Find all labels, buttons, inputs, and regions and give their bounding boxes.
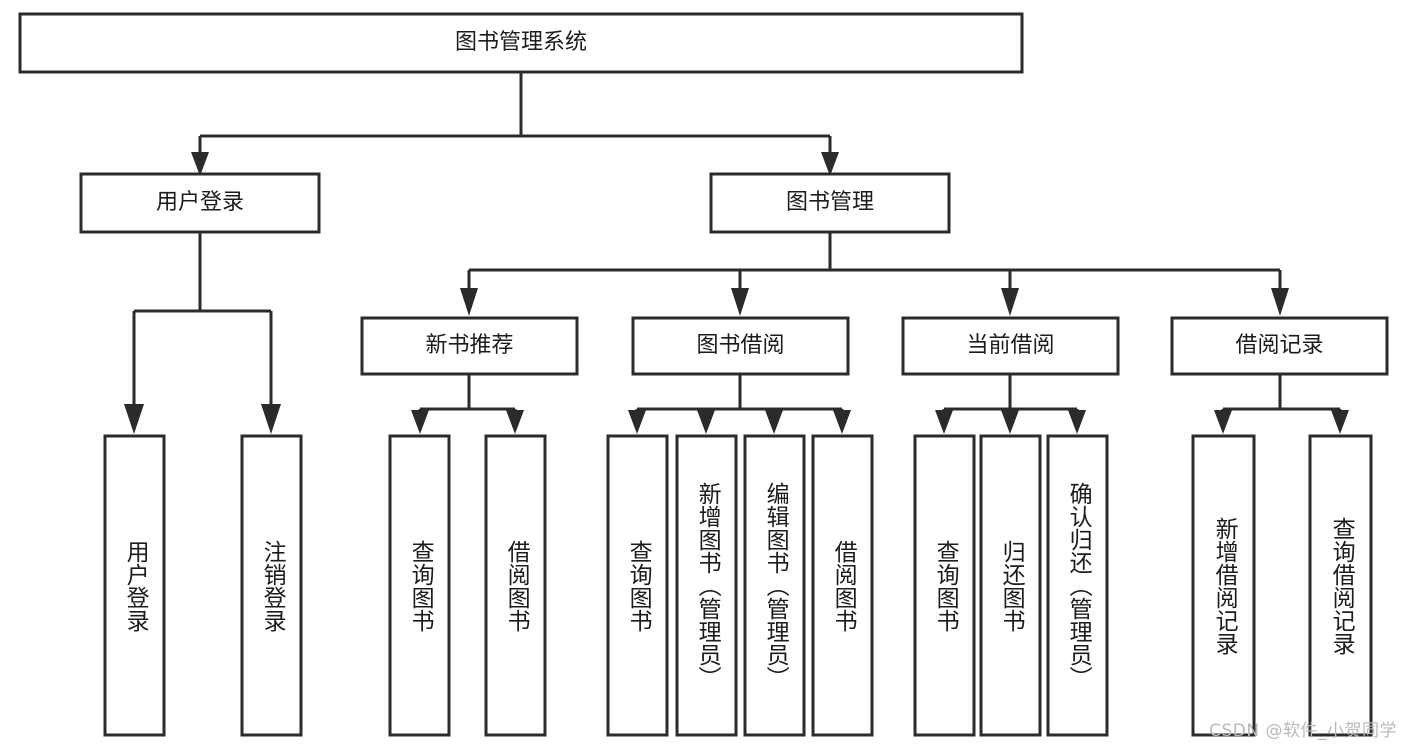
node-box-leaf[interactable] — [606, 434, 669, 737]
node-box-book-borrow[interactable] — [631, 316, 850, 376]
node-box-leaf[interactable] — [675, 434, 738, 737]
node-box-leaf[interactable] — [743, 434, 806, 737]
node-box-borrow-record[interactable] — [1170, 316, 1389, 376]
connector-newbook-to-leaves — [411, 374, 524, 434]
node-box-leaf[interactable] — [979, 434, 1042, 737]
node-box-leaf[interactable] — [1046, 434, 1109, 737]
node-box-leaf[interactable] — [811, 434, 874, 737]
node-box-leaf[interactable] — [1191, 434, 1256, 737]
node-box-leaf[interactable] — [913, 434, 976, 737]
node-box-book-management[interactable] — [709, 172, 951, 234]
watermark-text: CSDN @软件_小贺同学 — [1209, 721, 1397, 741]
connector-bookmgmt-to-level3 — [460, 232, 1289, 316]
connector-bookborrow-to-leaves — [628, 374, 851, 434]
node-box-user-login[interactable] — [79, 172, 321, 234]
node-box-leaf[interactable] — [1308, 434, 1373, 737]
connector-userlogin-to-leaves — [124, 232, 281, 434]
node-box-new-book-recommend[interactable] — [360, 316, 579, 376]
node-box-root[interactable] — [18, 12, 1024, 74]
node-box-current-borrow[interactable] — [901, 316, 1120, 376]
connector-currentborrow-to-leaves — [935, 374, 1086, 434]
node-box-leaf[interactable] — [388, 434, 451, 737]
node-box-leaf[interactable] — [240, 434, 303, 737]
connector-root-to-level2 — [191, 72, 839, 176]
node-box-leaf[interactable] — [103, 434, 166, 737]
connector-borrowrecord-to-leaves — [1214, 374, 1349, 434]
node-box-leaf[interactable] — [484, 434, 547, 737]
